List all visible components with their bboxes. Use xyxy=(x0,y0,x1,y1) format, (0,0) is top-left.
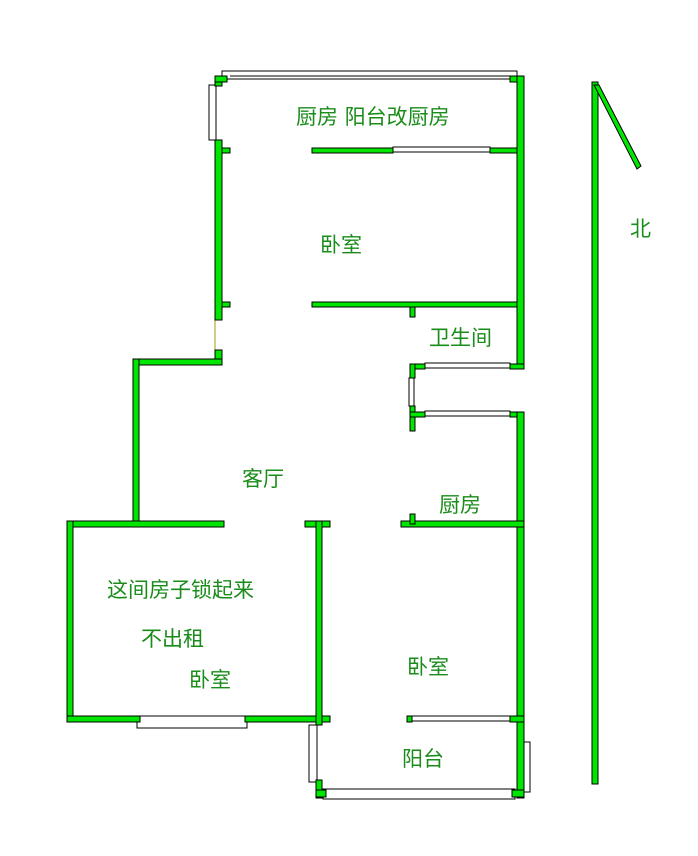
north-arrow-icon xyxy=(591,81,642,785)
room-label-living-room: 客厅 xyxy=(242,467,284,491)
room-label-top-bedroom: 卧室 xyxy=(320,233,362,257)
note-locked-room: 这间房子锁起来 xyxy=(107,578,254,602)
room-label-balcony: 阳台 xyxy=(402,747,444,771)
walls xyxy=(66,75,525,799)
room-label-bathroom: 卫生间 xyxy=(429,326,492,350)
room-label-left-bedroom: 卧室 xyxy=(189,668,231,692)
compass-label: 北 xyxy=(630,217,651,241)
room-label-right-bedroom: 卧室 xyxy=(407,655,449,679)
room-label-kitchen: 厨房 xyxy=(439,493,481,517)
note-not-for-rent: 不出租 xyxy=(141,627,204,651)
room-label-top-kitchen: 厨房 阳台改厨房 xyxy=(296,105,450,129)
